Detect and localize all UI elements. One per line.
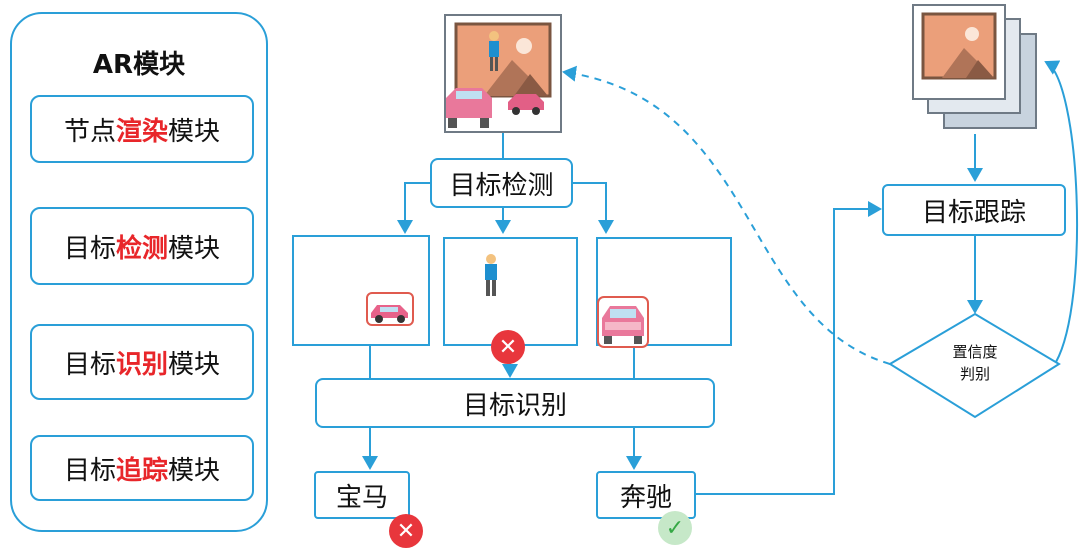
- person-icon: [485, 254, 497, 296]
- benz-accept-icon: ✓: [658, 511, 692, 545]
- module-recognize-pre: 目标: [63, 349, 116, 380]
- module-detect[interactable]: 目标检测模块: [30, 207, 254, 285]
- module-render[interactable]: 节点渲染模块: [30, 95, 254, 163]
- detect-to-frame3-arrow: [573, 182, 614, 234]
- module-render-post: 模块: [168, 116, 221, 147]
- car-pink-icon: [366, 292, 414, 326]
- recognize-node[interactable]: 目标识别: [315, 378, 715, 428]
- detect-node-label: 目标检测: [449, 170, 554, 201]
- module-render-pre: 节点: [63, 116, 116, 147]
- module-detect-post: 模块: [168, 233, 221, 264]
- confidence-label: 置信度 判别: [925, 341, 1025, 385]
- panel-title: AR模块: [92, 50, 186, 80]
- module-track-highlight: 追踪: [115, 455, 168, 486]
- bmw-reject-icon: ✕: [389, 514, 423, 548]
- frame-reject-icon: ✕: [491, 330, 525, 364]
- module-track[interactable]: 目标追踪模块: [30, 435, 254, 501]
- module-detect-pre: 目标: [63, 233, 116, 264]
- confidence-dashed-arrow: [562, 65, 891, 365]
- detect-node[interactable]: 目标检测: [430, 158, 573, 208]
- benz-accept-mark: ✓: [665, 515, 685, 541]
- track-node[interactable]: 目标跟踪: [882, 184, 1066, 236]
- confidence-diamond: [888, 312, 1061, 419]
- bmw-reject-mark: ✕: [396, 518, 416, 544]
- recognize-node-label: 目标识别: [462, 390, 567, 421]
- confidence-loop-arrow: [1044, 60, 1079, 363]
- bmw-result-label: 宝马: [335, 482, 388, 513]
- module-track-pre: 目标: [63, 455, 116, 486]
- confidence-label-line1: 置信度: [952, 343, 998, 361]
- ar-module-panel: AR模块: [10, 12, 268, 532]
- frame-person: [443, 237, 578, 346]
- car-large-icon: [597, 296, 649, 348]
- module-track-post: 模块: [168, 455, 221, 486]
- detect-to-frame1-arrow: [397, 182, 430, 234]
- module-recognize-highlight: 识别: [115, 349, 168, 380]
- frame-car-small: [292, 235, 430, 346]
- benz-result-label: 奔驰: [619, 482, 672, 513]
- confidence-label-line2: 判别: [959, 365, 990, 383]
- track-node-label: 目标跟踪: [921, 197, 1026, 228]
- frame-reject-mark: ✕: [498, 334, 518, 360]
- module-recognize[interactable]: 目标识别模块: [30, 324, 254, 400]
- input-image-icon: [444, 14, 562, 133]
- module-detect-highlight: 检测: [115, 233, 168, 264]
- module-render-highlight: 渲染: [115, 116, 168, 147]
- image-stack-icon: [912, 4, 1037, 129]
- module-recognize-post: 模块: [168, 349, 221, 380]
- benz-to-track-arrow: [696, 201, 882, 495]
- bmw-result[interactable]: 宝马: [314, 471, 410, 519]
